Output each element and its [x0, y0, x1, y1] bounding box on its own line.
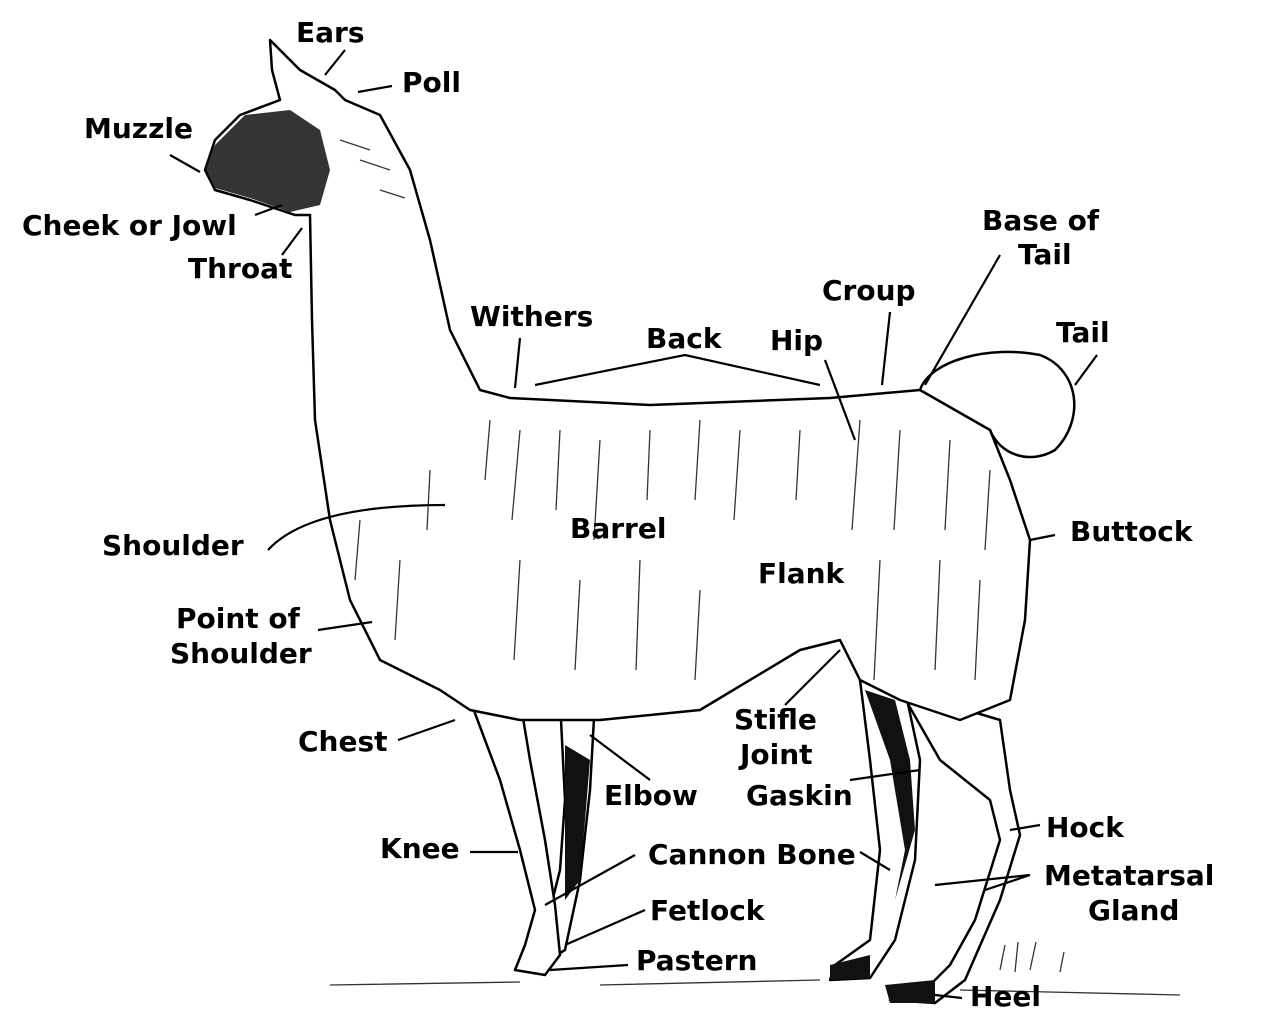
label-stifle-joint-line2: Joint	[738, 738, 813, 771]
label-flank: Flank	[758, 557, 846, 590]
label-cheek-or-jowl: Cheek or Jowl	[22, 209, 237, 242]
label-point-of-shoulder-line2: Shoulder	[170, 637, 312, 670]
label-barrel: Barrel	[570, 512, 666, 545]
label-fetlock: Fetlock	[650, 894, 766, 927]
label-cannon-bone: Cannon Bone	[648, 838, 856, 871]
label-base-of-tail-line2: Tail	[1018, 238, 1072, 271]
leader-lines	[169, 49, 1098, 1000]
labels: Ears Poll Muzzle Cheek or Jowl Throat Wi…	[22, 16, 1214, 1013]
ground-lines	[329, 941, 1181, 996]
label-muzzle: Muzzle	[84, 112, 193, 145]
label-croup: Croup	[822, 274, 916, 307]
label-ears: Ears	[296, 16, 365, 49]
label-point-of-shoulder-line1: Point of	[176, 602, 301, 635]
label-back: Back	[646, 322, 723, 355]
label-pastern: Pastern	[636, 944, 757, 977]
label-hip: Hip	[770, 324, 823, 357]
label-metatarsal-gland-line1: Metatarsal	[1044, 859, 1214, 892]
label-elbow: Elbow	[604, 779, 698, 812]
llama-illustration	[203, 38, 1076, 1005]
label-gaskin: Gaskin	[746, 779, 853, 812]
label-chest: Chest	[298, 725, 388, 758]
label-heel: Heel	[970, 980, 1041, 1013]
label-stifle-joint-line1: Stifle	[734, 703, 817, 736]
front-leg-near	[468, 698, 562, 977]
label-base-of-tail-line1: Base of	[982, 204, 1100, 237]
label-withers: Withers	[470, 300, 593, 333]
label-metatarsal-gland-line2: Gland	[1088, 894, 1179, 927]
label-hock: Hock	[1046, 811, 1125, 844]
label-tail: Tail	[1056, 316, 1110, 349]
label-throat: Throat	[188, 252, 292, 285]
label-poll: Poll	[402, 66, 461, 99]
label-buttock: Buttock	[1070, 515, 1194, 548]
label-shoulder: Shoulder	[102, 529, 244, 562]
label-knee: Knee	[380, 832, 460, 865]
body	[203, 38, 1032, 722]
